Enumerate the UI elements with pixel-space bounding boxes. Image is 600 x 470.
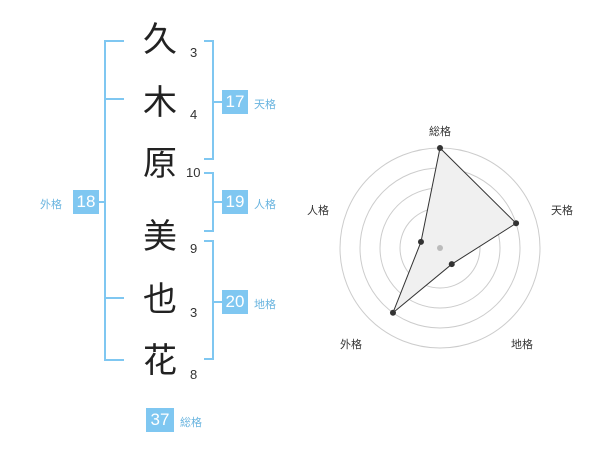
- gaikaku-bracket-tick: [104, 297, 124, 299]
- tenkaku-badge: 17: [222, 90, 248, 114]
- jinkaku-badge: 19: [222, 190, 248, 214]
- radar-center-point: [437, 245, 443, 251]
- soukaku-label: 総格: [180, 416, 202, 429]
- tenkaku-bracket-tick: [204, 40, 214, 42]
- stroke-count-3: 10: [186, 165, 201, 180]
- radar-point-1: [513, 220, 520, 227]
- chikaku-connector: [212, 301, 222, 303]
- kanji-3: 原: [143, 144, 177, 184]
- jinkaku-bracket-tick: [204, 172, 214, 174]
- tenkaku-label: 天格: [254, 98, 276, 111]
- kanji-5: 也: [143, 280, 177, 320]
- radar-axis-label-soukaku: 総格: [429, 125, 451, 138]
- radar-axis-label-jinkaku: 人格: [307, 204, 329, 217]
- radar-point-4: [417, 238, 424, 245]
- gaikaku-badge: 18: [73, 190, 99, 214]
- gaikaku-bracket-tick: [104, 359, 124, 361]
- gaikaku-bracket-tick: [104, 98, 124, 100]
- stroke-count-1: 3: [190, 45, 198, 60]
- jinkaku-connector: [212, 201, 222, 203]
- stroke-count-6: 8: [190, 367, 198, 382]
- jinkaku-bracket-tick: [204, 230, 214, 232]
- chikaku-bracket-tick: [204, 358, 214, 360]
- kanji-2: 木: [143, 83, 177, 123]
- radar-point-0: [437, 145, 443, 151]
- radar-polygon: [392, 146, 517, 314]
- radar-point-3: [389, 309, 396, 316]
- jinkaku-label: 人格: [254, 198, 276, 211]
- tenkaku-bracket-tick: [204, 158, 214, 160]
- radar-point-2: [448, 261, 455, 268]
- chikaku-label: 地格: [254, 298, 276, 311]
- gaikaku-bracket-vertical: [104, 40, 106, 360]
- radar-axis-label-tenkaku: 天格: [551, 204, 573, 217]
- stroke-count-5: 3: [190, 305, 198, 320]
- radar-shape: [389, 145, 520, 316]
- tenkaku-bracket: [212, 40, 214, 160]
- radar-axis-label-gaikaku: 外格: [340, 338, 362, 351]
- gaikaku-bracket-tick: [104, 40, 124, 42]
- stroke-count-2: 4: [190, 107, 198, 122]
- kanji-1: 久: [143, 20, 177, 60]
- stroke-count-4: 9: [190, 241, 198, 256]
- gaikaku-label: 外格: [40, 198, 62, 211]
- gaikaku-connector: [97, 201, 105, 203]
- tenkaku-connector: [212, 101, 222, 103]
- chikaku-bracket-tick: [204, 240, 214, 242]
- chikaku-badge: 20: [222, 290, 248, 314]
- radar-axis-label-chikaku: 地格: [511, 338, 533, 351]
- kanji-4: 美: [143, 217, 177, 257]
- soukaku-badge: 37: [146, 408, 174, 432]
- chikaku-bracket: [212, 240, 214, 360]
- kanji-6: 花: [143, 341, 177, 381]
